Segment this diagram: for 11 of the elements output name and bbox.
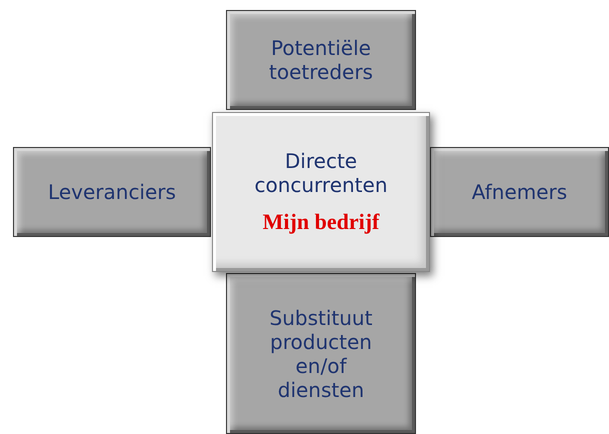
center-box (212, 112, 430, 272)
box-label: Substituut producten en/of diensten (268, 306, 374, 402)
box-label: Potentiële toetreders (268, 36, 374, 84)
box-label: Leveranciers (48, 180, 176, 204)
box-label: Afnemers (472, 180, 568, 204)
force-box (430, 147, 609, 237)
force-box (13, 147, 211, 237)
box-label: Directe concurrenten (253, 148, 389, 197)
force-box (226, 273, 416, 434)
force-box (226, 10, 416, 110)
company-label: Mijn bedrijf (262, 208, 380, 236)
